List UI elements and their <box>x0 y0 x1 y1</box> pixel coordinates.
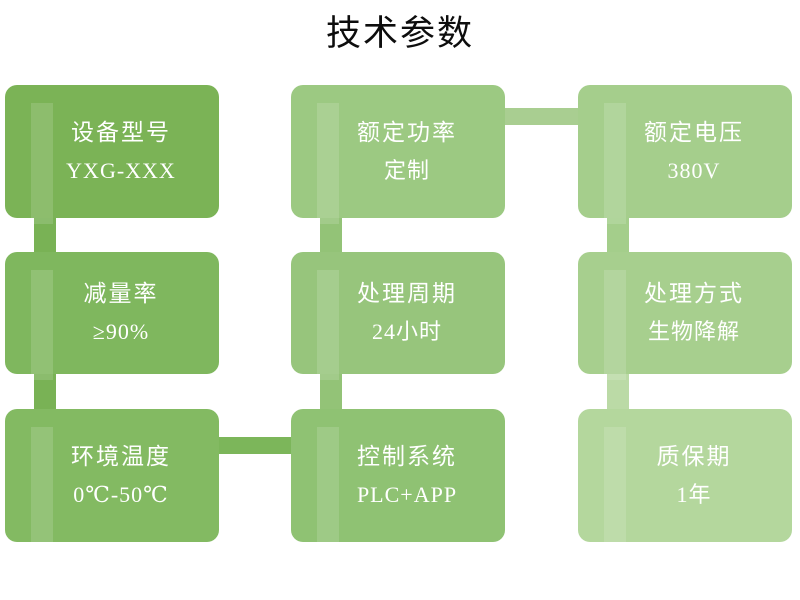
card-warranty-period[interactable]: 质保期 1年 <box>578 409 792 548</box>
card-label: 额定电压 <box>644 119 744 145</box>
card-label: 设备型号 <box>71 119 171 145</box>
card-text-wrap: 控制系统 PLC+APP <box>291 409 505 542</box>
card-ambient-temperature[interactable]: 环境温度 0℃-50℃ <box>5 409 219 548</box>
page-title: 技术参数 <box>325 14 474 54</box>
card-accent-stripe <box>317 103 339 224</box>
card-treatment-method[interactable]: 处理方式生物降解 <box>578 252 792 380</box>
card-label: 额定功率 <box>357 119 457 145</box>
card-text-wrap: 质保期 1年 <box>578 409 792 542</box>
card-text-wrap: 减量率 ≥90% <box>5 252 219 374</box>
card-accent-stripe <box>31 103 53 224</box>
card-accent-stripe <box>604 427 626 548</box>
card-label: 控制系统 <box>357 443 457 469</box>
card-reduction-rate[interactable]: 减量率 ≥90% <box>5 252 219 380</box>
card-text-wrap: 额定电压 380V <box>578 85 792 218</box>
card-value: 0℃-50℃ <box>73 481 169 507</box>
card-text-wrap: 环境温度 0℃-50℃ <box>5 409 219 542</box>
card-accent-stripe <box>31 270 53 380</box>
card-accent-stripe <box>604 270 626 380</box>
card-value: 24小时 <box>371 319 442 344</box>
card-text-wrap: 处理周期 24小时 <box>291 252 505 374</box>
card-value: 定制 <box>383 157 430 183</box>
card-label: 处理方式 <box>644 281 744 306</box>
card-value: 1年 <box>676 481 712 507</box>
card-accent-stripe <box>31 427 53 548</box>
card-label: 环境温度 <box>71 443 171 469</box>
card-value: ≥90% <box>92 319 150 344</box>
card-treatment-cycle[interactable]: 处理周期 24小时 <box>291 252 505 380</box>
card-rated-power[interactable]: 额定功率定制 <box>291 85 505 224</box>
card-rated-voltage[interactable]: 额定电压 380V <box>578 85 792 224</box>
card-text-wrap: 额定功率定制 <box>291 85 505 218</box>
connector-h-row1-col2-col3 <box>480 108 608 125</box>
card-value: 生物降解 <box>647 319 740 344</box>
card-accent-stripe <box>604 103 626 224</box>
card-value: PLC+APP <box>356 481 458 507</box>
connector-h-row3-col1-col2 <box>190 437 320 454</box>
card-text-wrap: 处理方式生物降解 <box>578 252 792 374</box>
card-device-model[interactable]: 设备型号 YXG-XXX <box>5 85 219 224</box>
card-label: 处理周期 <box>357 281 457 306</box>
card-control-system[interactable]: 控制系统 PLC+APP <box>291 409 505 548</box>
card-value: YXG-XXX <box>66 157 176 183</box>
card-text-wrap: 设备型号 YXG-XXX <box>5 85 219 218</box>
card-value: 380V <box>667 157 721 183</box>
card-accent-stripe <box>317 427 339 548</box>
card-label: 质保期 <box>656 443 732 469</box>
card-accent-stripe <box>317 270 339 380</box>
card-label: 减量率 <box>83 281 159 306</box>
